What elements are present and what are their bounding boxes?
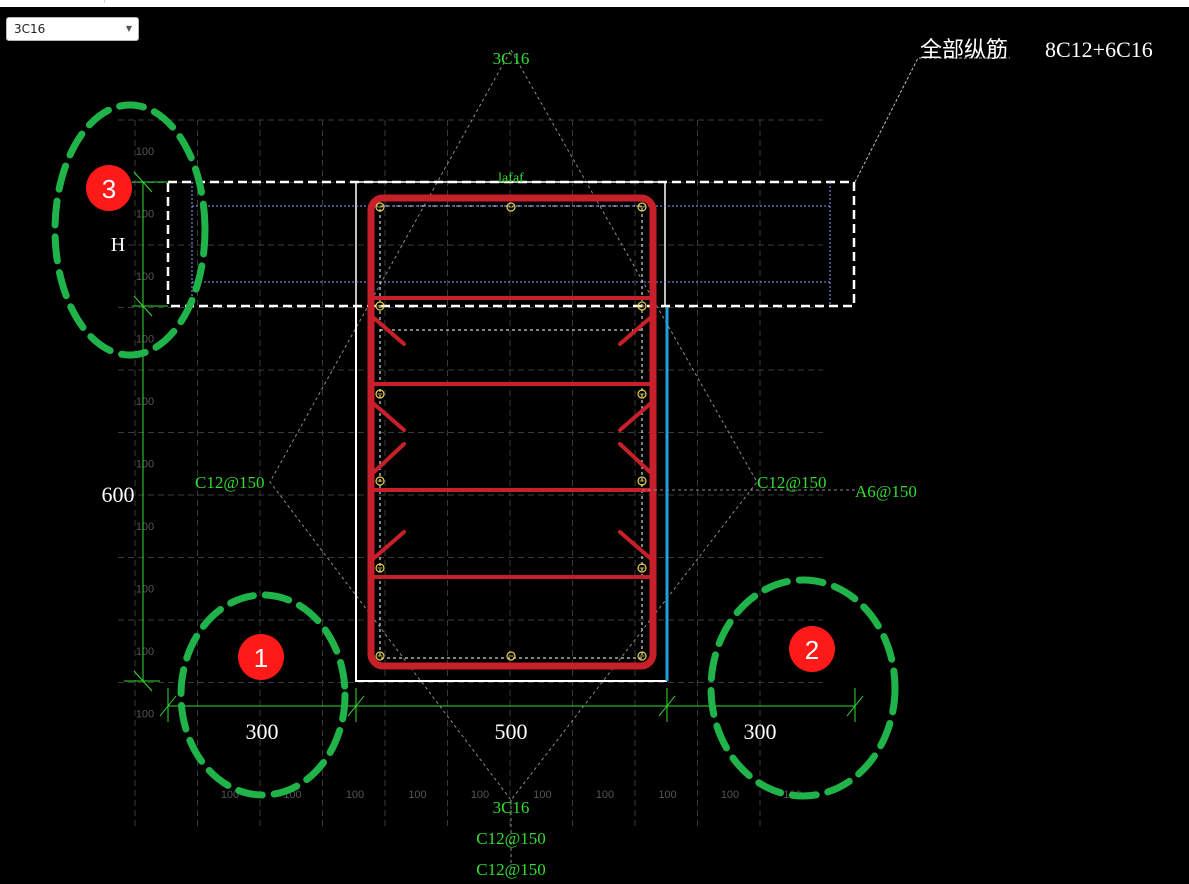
rebar-dot[interactable] — [375, 651, 385, 661]
marker-1-label: 1 — [254, 643, 268, 673]
dimension-lines — [124, 171, 864, 722]
grid-left-tick-label: 100 — [136, 521, 154, 533]
top-bar-segment — [104, 0, 235, 3]
grid-bottom-tick-label: 100 — [408, 789, 426, 801]
rebar-dot[interactable] — [375, 202, 385, 212]
rebar-dot[interactable] — [637, 563, 647, 573]
rebar-dot[interactable] — [375, 476, 385, 486]
rebar-dot[interactable] — [637, 301, 647, 311]
flange-dashed-box[interactable] — [166, 180, 856, 308]
rebar-dot[interactable] — [375, 563, 385, 573]
center-width-label[interactable]: 500 — [495, 719, 528, 744]
grid-bottom-tick-label: 100 — [471, 789, 489, 801]
marker-3[interactable]: 3 — [86, 165, 132, 211]
bottom-rebar-label[interactable]: 3C16 — [493, 798, 530, 817]
marker-3-label: 3 — [102, 174, 116, 204]
grid-left-tick-labels: 100 100 100 100 100 100 100 100 100 100 — [136, 146, 154, 721]
rebar-dot[interactable] — [637, 202, 647, 212]
grid-left-tick-label: 100 — [136, 646, 154, 658]
bottom-stirrup-label-1[interactable]: C12@150 — [476, 829, 546, 848]
highlight-ellipse-2 — [707, 576, 899, 800]
rebar-dot[interactable] — [637, 476, 647, 486]
grid-bottom-tick-label: 100 — [721, 789, 739, 801]
total-rebar-leader — [854, 57, 1010, 183]
construction-diamond — [269, 48, 758, 801]
total-rebar-value[interactable]: 8C12+6C16 — [1045, 37, 1153, 62]
marker-2-label: 2 — [805, 635, 819, 665]
rebar-dot[interactable] — [375, 301, 385, 311]
highlight-ellipses — [51, 101, 899, 800]
grid-left-tick-label: 100 — [136, 271, 154, 283]
right-width-label[interactable]: 300 — [744, 719, 777, 744]
marker-2[interactable]: 2 — [789, 626, 835, 672]
total-rebar-prefix[interactable]: 全部纵筋 — [920, 37, 1008, 62]
grid-bottom-tick-label: 100 — [346, 789, 364, 801]
height-dimension-label[interactable]: 600 — [102, 482, 135, 507]
chevron-down-icon[interactable]: ▼ — [125, 24, 132, 33]
numbered-markers: 1 2 3 — [86, 165, 835, 680]
grid-left-tick-label: 100 — [136, 146, 154, 158]
flange-height-label[interactable]: H — [111, 234, 125, 256]
rebar-dot[interactable] — [506, 651, 516, 661]
rebar-dot[interactable] — [375, 389, 385, 399]
grid-bottom-tick-label: 100 — [221, 789, 239, 801]
marker-1[interactable]: 1 — [238, 634, 284, 680]
grid-left-tick-label: 100 — [136, 209, 154, 221]
grid-bottom-tick-label: 100 — [533, 789, 551, 801]
annotation-labels: 全部纵筋 8C12+6C16 3C16 lafaf C12@150 C12@15… — [102, 37, 1153, 879]
top-rebar-label[interactable]: 3C16 — [493, 49, 530, 68]
rebar-select-value: 3C16 — [14, 22, 46, 36]
rebar-dot[interactable] — [506, 202, 516, 212]
background-grid — [118, 119, 823, 826]
bottom-stirrup-label-2[interactable]: C12@150 — [476, 860, 546, 879]
stirrup-cage — [367, 194, 657, 670]
left-stirrup-label[interactable]: C12@150 — [195, 473, 265, 492]
grid-left-tick-label: 100 — [136, 459, 154, 471]
rebar-dots — [375, 202, 647, 661]
grid-bottom-tick-label: 100 — [658, 789, 676, 801]
rebar-dot[interactable] — [637, 651, 647, 661]
rebar-dot[interactable] — [637, 389, 647, 399]
left-width-label[interactable]: 300 — [246, 719, 279, 744]
beam-note-label[interactable]: lafaf — [498, 171, 524, 186]
right-stirrup-label[interactable]: C12@150 — [757, 473, 827, 492]
window-top-bar — [0, 0, 1189, 7]
flange-inner-lines — [191, 182, 831, 306]
highlight-ellipse-1 — [177, 591, 349, 799]
right-tie-label[interactable]: A6@150 — [855, 482, 917, 501]
grid-bottom-tick-label: 100 — [596, 789, 614, 801]
grid-left-tick-label: 100 — [136, 396, 154, 408]
highlight-ellipse-3 — [51, 101, 209, 359]
rebar-select-combo[interactable]: 3C16 ▼ — [6, 17, 139, 41]
grid-left-tick-label: 100 — [136, 334, 154, 346]
grid-left-tick-label: 100 — [136, 709, 154, 721]
grid-left-tick-label: 100 — [136, 584, 154, 596]
